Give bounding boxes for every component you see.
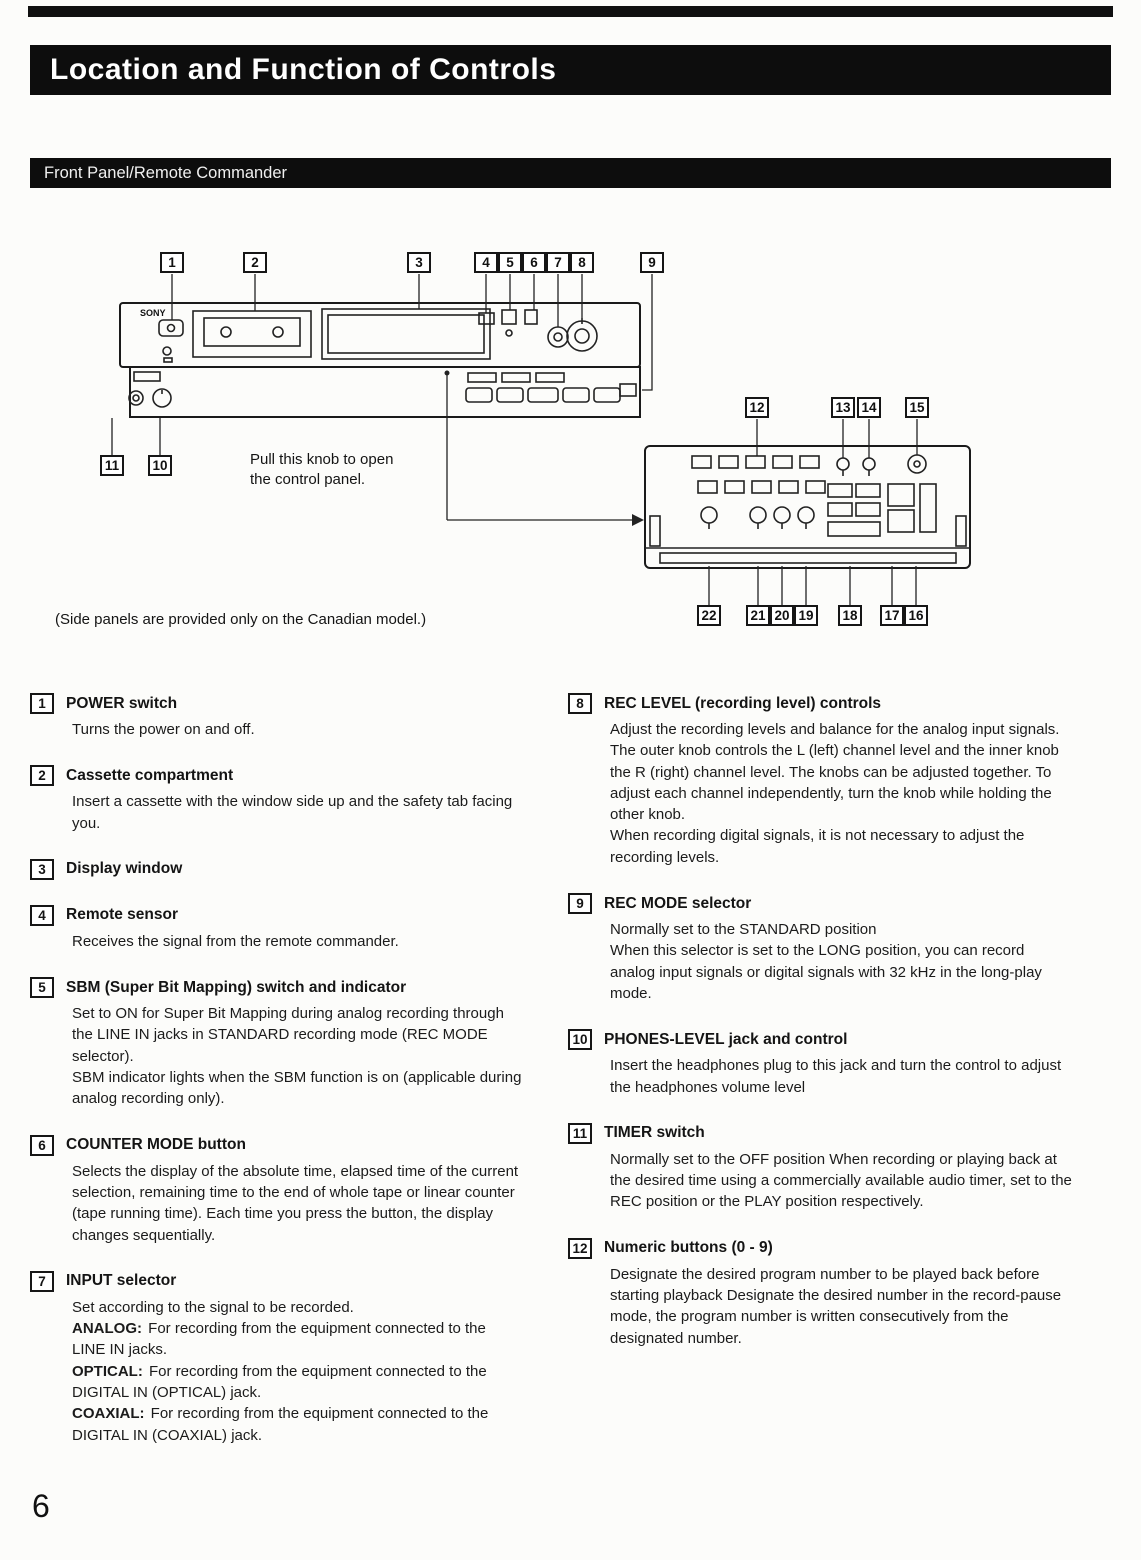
callout-10: 10 [148,455,172,476]
item-description: Adjust the recording levels and balance … [610,721,1060,866]
control-item-display: 3 Display window [30,858,522,880]
top-border-rule [28,6,1113,17]
item-number: 11 [568,1122,592,1144]
control-item-input-selector: 7 INPUT selector Set according to the si… [30,1270,522,1446]
item-number: 4 [30,904,54,926]
option-label: ANALOG: [72,1320,142,1338]
callout-9: 9 [640,252,664,273]
item-number: 9 [568,893,592,915]
item-description: Insert the headphones plug to this jack … [610,1057,1062,1096]
callout-5: 5 [498,252,522,273]
item-title: SBM (Super Bit Mapping) switch and indic… [66,978,407,996]
callout-18: 18 [838,605,862,626]
callout-13: 13 [831,397,855,418]
option-text: For recording from the equipment connect… [72,1405,489,1444]
brand-logo: SONY [140,308,166,318]
callout-22: 22 [697,605,721,626]
control-item-rec-mode: 9 REC MODE selector Normally set to the … [568,893,1073,1004]
callout-3: 3 [407,252,431,273]
control-item-sbm: 5 SBM (Super Bit Mapping) switch and ind… [30,977,522,1109]
input-option-analog: ANALOG: For recording from the equipment… [72,1318,522,1361]
item-description: Receives the signal from the remote comm… [72,932,399,950]
option-text: For recording from the equipment connect… [72,1362,487,1402]
item-description: Insert a cassette with the window side u… [72,793,513,832]
callout-20: 20 [770,605,794,626]
callout-12: 12 [745,397,769,418]
control-item-counter-mode: 6 COUNTER MODE button Selects the displa… [30,1134,522,1246]
item-description: Selects the display of the absolute time… [72,1162,519,1244]
control-item-timer: 11 TIMER switch Normally set to the OFF … [568,1122,1073,1213]
item-title: POWER switch [66,694,178,712]
right-column: 8 REC LEVEL (recording level) controls A… [568,693,1073,1471]
item-title: Display window [66,860,183,878]
callout-2: 2 [243,252,267,273]
item-title: REC LEVEL (recording level) controls [604,694,882,712]
callout-4: 4 [474,252,498,273]
item-title: TIMER switch [604,1124,705,1142]
option-label: OPTICAL: [72,1362,143,1380]
control-item-phones-level: 10 PHONES-LEVEL jack and control Insert … [568,1029,1073,1098]
item-title: Numeric buttons (0 - 9) [604,1239,773,1257]
callout-11: 11 [100,455,124,476]
item-number: 5 [30,977,54,999]
item-title: INPUT selector [66,1272,177,1290]
item-number: 7 [30,1270,54,1292]
item-title: Remote sensor [66,906,178,924]
callout-17: 17 [880,605,904,626]
control-item-rec-level: 8 REC LEVEL (recording level) controls A… [568,693,1073,868]
input-option-coaxial: COAXIAL: For recording from the equipmen… [72,1403,522,1446]
deck-line-art: SONY [111,274,971,605]
side-panels-note: (Side panels are provided only on the Ca… [55,611,427,628]
item-number: 12 [568,1237,592,1259]
control-item-cassette: 2 Cassette compartment Insert a cassette… [30,765,522,834]
item-description: Turns the power on and off. [72,721,255,738]
item-description: Normally set to the STANDARD position Wh… [610,921,1042,1002]
item-title: COUNTER MODE button [66,1136,246,1154]
callout-19: 19 [794,605,818,626]
pull-knob-note: Pull this knob to open the control panel… [250,451,394,489]
page-number: 6 [32,1488,50,1524]
callout-8: 8 [570,252,594,273]
item-description: Normally set to the OFF position When re… [610,1150,1072,1211]
item-number: 3 [30,858,54,880]
callout-14: 14 [857,397,881,418]
item-number: 10 [568,1029,592,1051]
option-label: COAXIAL: [72,1405,145,1423]
callout-16: 16 [904,605,928,626]
callout-7: 7 [546,252,570,273]
item-number: 2 [30,765,54,787]
callout-1: 1 [160,252,184,273]
page-title-bar: Location and Function of Controls [30,45,1111,95]
item-number: 1 [30,693,54,714]
item-title: Cassette compartment [66,766,234,784]
section-header-bar: Front Panel/Remote Commander [30,158,1111,188]
callout-15: 15 [905,397,929,418]
input-option-optical: OPTICAL: For recording from the equipmen… [72,1361,522,1404]
item-description: Set to ON for Super Bit Mapping during a… [72,1005,522,1108]
item-title: REC MODE selector [604,894,752,912]
item-description: Designate the desired program number to … [610,1265,1062,1347]
section-title: Front Panel/Remote Commander [44,163,288,182]
page-title: Location and Function of Controls [50,53,557,86]
left-column: 1 POWER switch Turns the power on and of… [30,693,522,1471]
item-description: Set according to the signal to be record… [72,1298,354,1316]
control-item-power: 1 POWER switch Turns the power on and of… [30,693,522,740]
item-title: PHONES-LEVEL jack and control [604,1030,848,1048]
item-number: 6 [30,1134,54,1156]
item-number: 8 [568,693,592,714]
callout-21: 21 [746,605,770,626]
controls-description: 1 POWER switch Turns the power on and of… [30,693,1073,1471]
callout-6: 6 [522,252,546,273]
front-panel-diagram: SONY [0,210,1141,655]
control-item-remote-sensor: 4 Remote sensor Receives the signal from… [30,904,522,952]
option-text: For recording from the equipment connect… [72,1320,486,1359]
control-item-numeric-buttons: 12 Numeric buttons (0 - 9) Designate the… [568,1237,1073,1349]
